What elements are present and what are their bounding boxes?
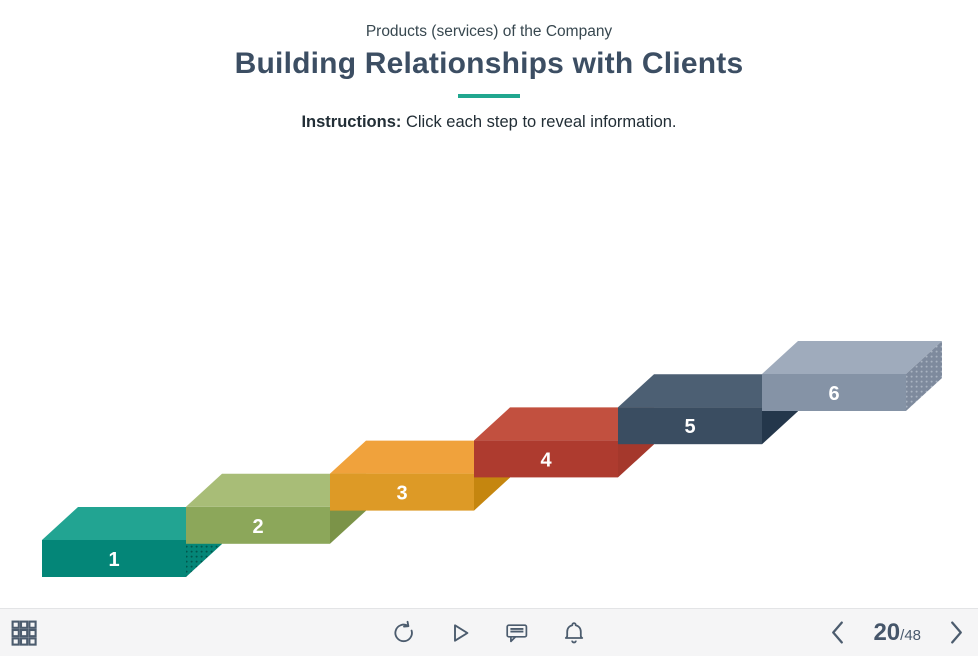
step-front-face <box>186 506 330 544</box>
instructions-text: Instructions: Click each step to reveal … <box>0 113 978 132</box>
play-button[interactable] <box>447 620 473 646</box>
step-top-face <box>618 374 798 408</box>
step-top-face <box>474 407 654 441</box>
bell-icon <box>561 620 587 646</box>
pager-total: 48 <box>904 626 921 644</box>
step-front-face <box>618 407 762 445</box>
grid-menu-button[interactable] <box>11 620 37 646</box>
staircase-diagram: 1 2 3 4 5 6 <box>42 341 942 577</box>
replay-button[interactable] <box>391 620 416 645</box>
next-icon <box>948 619 965 646</box>
prev-icon <box>829 619 846 646</box>
step-number: 3 <box>396 483 407 505</box>
step-top-face <box>762 341 942 374</box>
toolbar-center-controls <box>391 620 587 646</box>
step-front-face <box>762 374 906 411</box>
step-top-face <box>42 507 222 540</box>
step-6[interactable]: 6 <box>762 341 942 411</box>
step-front-face <box>330 473 474 511</box>
step-front-face <box>42 540 186 577</box>
instructions-label: Instructions: <box>301 113 402 131</box>
grid-menu-icon <box>11 620 37 646</box>
play-icon <box>447 620 473 646</box>
replay-icon <box>391 620 416 645</box>
pager-separator: / <box>900 626 905 644</box>
bell-button[interactable] <box>561 620 587 646</box>
comment-button[interactable] <box>504 620 530 646</box>
step-front-face <box>474 440 618 478</box>
pager-current: 20 <box>873 618 901 646</box>
step-number: 2 <box>252 516 263 538</box>
step-top-face <box>186 473 366 507</box>
prev-slide-button[interactable] <box>829 619 846 646</box>
step-5[interactable]: 5 <box>618 374 798 445</box>
slide: Products (services) of the Company Build… <box>0 0 978 577</box>
player-toolbar: 20/48 <box>0 608 978 656</box>
step-number: 5 <box>684 416 695 438</box>
slide-subtitle: Products (services) of the Company <box>365 23 613 40</box>
step-number: 1 <box>108 549 119 571</box>
step-3[interactable]: 3 <box>330 440 510 511</box>
slide-pager: 20/48 <box>873 619 921 647</box>
comment-icon <box>504 620 530 646</box>
step-number: 6 <box>828 383 839 405</box>
title-accent-underline <box>458 94 520 98</box>
page-title: Building Relationships with Clients <box>234 47 744 80</box>
next-slide-button[interactable] <box>948 619 965 646</box>
step-top-face <box>330 440 510 474</box>
instructions-body: Click each step to reveal information. <box>401 113 677 131</box>
toolbar-nav-controls: 20/48 <box>829 619 965 647</box>
slide-header: Products (services) of the Company Build… <box>0 0 978 132</box>
step-side-face <box>906 341 942 411</box>
step-number: 4 <box>540 449 552 471</box>
